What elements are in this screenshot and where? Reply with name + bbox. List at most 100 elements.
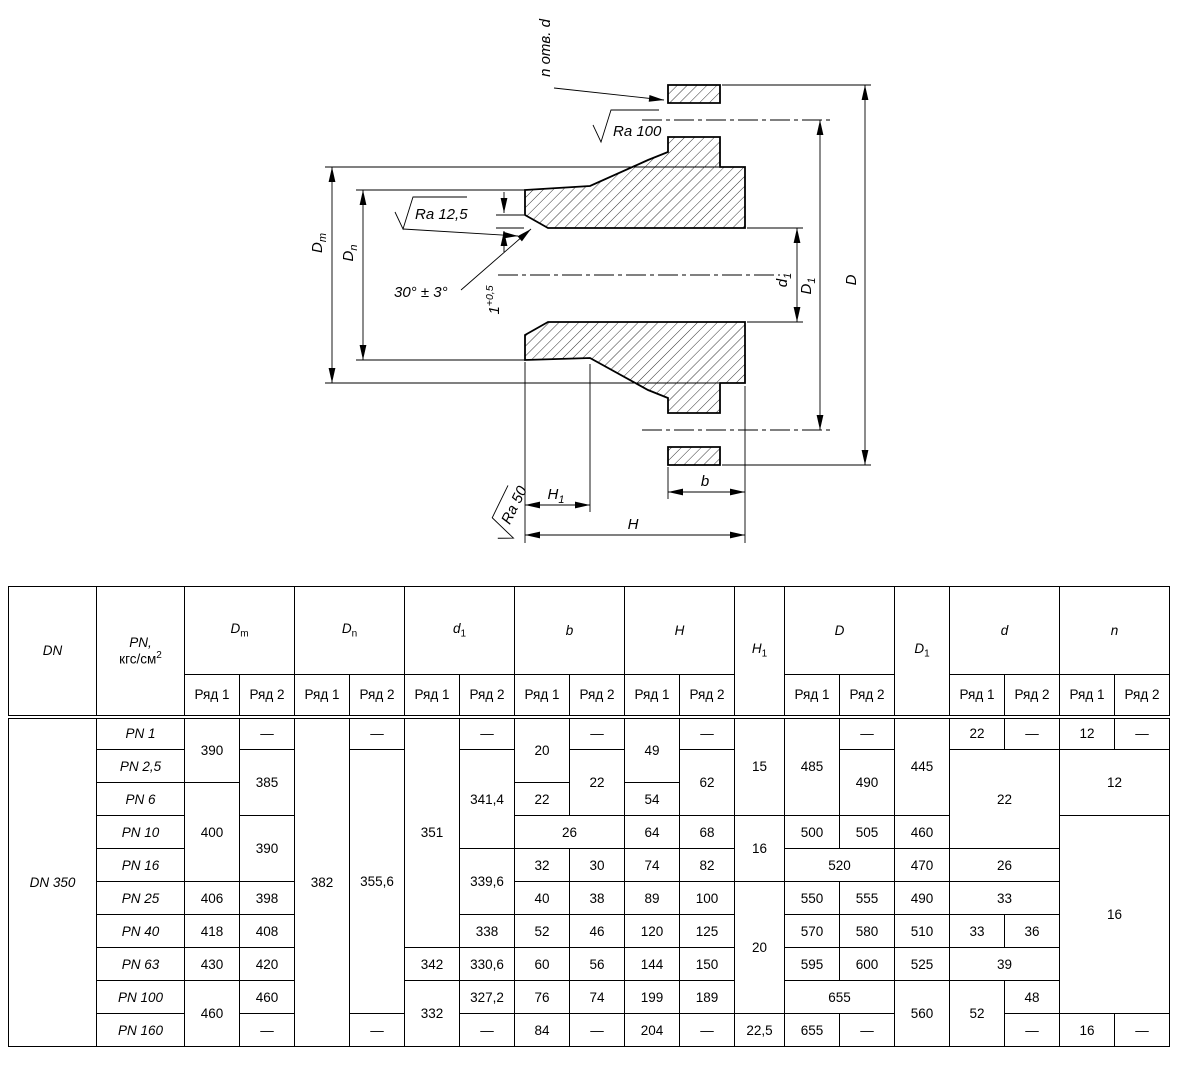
value-cell: 460 xyxy=(239,980,295,1014)
header-ryad2: Ряд 2 xyxy=(1004,674,1060,719)
label-dim-D1: D1 xyxy=(798,278,818,295)
header-ryad2: Ряд 2 xyxy=(239,674,295,719)
value-cell: 390 xyxy=(239,815,295,882)
label-root-face: 1+0,5 xyxy=(484,285,503,314)
value-cell: 74 xyxy=(569,980,625,1014)
table-row: PN 40 418 408 338 52 46 120 125 570 580 … xyxy=(9,914,1170,948)
value-cell: 580 xyxy=(839,914,895,948)
drawing-labels: n отв. d 30° ± 3° 1+0,5 Dm Dn d1 D1 D xyxy=(309,18,860,533)
value-cell: 36 xyxy=(1004,914,1060,948)
table-row: PN 10 390 26 64 68 16 500 505 460 16 xyxy=(9,815,1170,1014)
root-face-tolerance: +0,5 xyxy=(484,285,496,306)
dim-Dn-sub: n xyxy=(348,245,360,251)
value-cell: 505 xyxy=(839,815,895,849)
dim-Dm-base: D xyxy=(309,242,326,253)
value-cell: 120 xyxy=(624,914,680,948)
dim-d1-sub: 1 xyxy=(782,273,794,279)
value-cell: 22 xyxy=(569,749,625,816)
roughness-check-ra50 xyxy=(491,485,515,539)
value-cell: 60 xyxy=(514,947,570,981)
value-cell: 430 xyxy=(184,947,240,981)
flange-dimensions-table: DN PN,кгс/см2 Dm Dn d1 b H H1 D D1 d n Р… xyxy=(8,586,1170,1047)
value-cell: 385 xyxy=(239,749,295,816)
value-cell: 33 xyxy=(949,914,1005,948)
table-row: PN 6 400 22 54 xyxy=(9,782,1170,882)
flange-body-lower xyxy=(524,321,746,414)
table-row: PN 160 — — — 84 — 204 — 22,5 655 — — 16 … xyxy=(9,1013,1170,1047)
value-cell: 600 xyxy=(839,947,895,981)
header-d1: d1 xyxy=(404,586,515,675)
value-cell: 400 xyxy=(184,782,240,882)
value-cell: 525 xyxy=(894,947,950,981)
value-cell: 22 xyxy=(949,716,1005,750)
extension-lines xyxy=(325,84,871,543)
value-cell: — xyxy=(459,1013,515,1047)
value-cell: — xyxy=(239,1013,295,1047)
pn-cell: PN 63 xyxy=(96,947,185,981)
value-cell: 62 xyxy=(679,749,735,816)
value-cell: 100 xyxy=(679,881,735,915)
value-cell: 16 xyxy=(1059,1013,1115,1047)
value-cell: 332 xyxy=(404,980,460,1047)
header-ryad1: Ряд 1 xyxy=(784,674,840,719)
value-cell: 342 xyxy=(404,947,460,981)
label-dim-Dm: Dm xyxy=(309,233,329,253)
value-cell: 655 xyxy=(784,980,895,1014)
value-cell: 382 xyxy=(294,716,350,1047)
flange-section xyxy=(524,84,746,466)
value-cell: 64 xyxy=(624,815,680,849)
value-cell: 408 xyxy=(239,914,295,948)
value-cell: 570 xyxy=(784,914,840,948)
value-cell: 22 xyxy=(949,749,1060,849)
value-cell: 199 xyxy=(624,980,680,1014)
label-chamfer-angle: 30° ± 3° xyxy=(394,284,448,301)
header-ryad2: Ряд 2 xyxy=(569,674,625,719)
value-cell: — xyxy=(459,716,515,750)
value-cell: 470 xyxy=(894,848,950,882)
header-H1: H1 xyxy=(734,586,785,719)
root-face-value: 1 xyxy=(486,306,503,314)
value-cell: 89 xyxy=(624,881,680,915)
value-cell: 20 xyxy=(734,881,785,1014)
value-cell: 510 xyxy=(894,914,950,948)
label-ra100: Ra 100 xyxy=(613,123,662,140)
roughness-check-ra100 xyxy=(592,109,659,144)
value-cell: 460 xyxy=(184,980,240,1047)
dn-cell: DN 350 xyxy=(8,716,97,1047)
value-cell: 490 xyxy=(839,749,895,816)
label-dim-H1: H1 xyxy=(548,486,565,506)
pn-cell: PN 100 xyxy=(96,980,185,1014)
value-cell: 54 xyxy=(624,782,680,816)
pn-cell: PN 160 xyxy=(96,1013,185,1047)
value-cell: 550 xyxy=(784,881,840,915)
header-ryad2: Ряд 2 xyxy=(1114,674,1170,719)
value-cell: 20 xyxy=(514,716,570,783)
table-row: PN 63 430 420 342 330,6 60 56 144 150 59… xyxy=(9,947,1170,981)
standard-page: Ra 100 Ra 12,5 Ra 50 n отв. d 30° ± 3° 1… xyxy=(8,18,1170,1047)
value-cell: — xyxy=(1114,716,1170,750)
value-cell: 125 xyxy=(679,914,735,948)
header-Dm: Dm xyxy=(184,586,295,675)
value-cell: 406 xyxy=(184,881,240,915)
flange-drawing-svg: Ra 100 Ra 12,5 Ra 50 n отв. d 30° ± 3° 1… xyxy=(309,18,871,543)
value-cell: 68 xyxy=(679,815,735,849)
pn-cell: PN 6 xyxy=(96,782,185,816)
value-cell: 74 xyxy=(624,848,680,882)
value-cell: 33 xyxy=(949,881,1060,915)
value-cell: — xyxy=(1004,716,1060,750)
value-cell: 16 xyxy=(734,815,785,882)
header-pn: PN,кгс/см2 xyxy=(96,586,185,719)
table-row: PN 2,5 385 355,6 341,4 22 62 490 22 12 xyxy=(9,749,1170,1014)
value-cell: 144 xyxy=(624,947,680,981)
value-cell: — xyxy=(1114,1013,1170,1047)
header-ryad1: Ряд 1 xyxy=(624,674,680,719)
pn-cell: PN 40 xyxy=(96,914,185,948)
value-cell: — xyxy=(839,1013,895,1047)
dim-d1-base: d xyxy=(774,278,791,287)
label-ra125: Ra 12,5 xyxy=(415,206,468,223)
header-d: d xyxy=(949,586,1060,675)
leader-lines xyxy=(402,87,665,291)
value-cell: 460 xyxy=(894,815,950,849)
value-cell: — xyxy=(679,716,735,750)
value-cell: 84 xyxy=(514,1013,570,1047)
